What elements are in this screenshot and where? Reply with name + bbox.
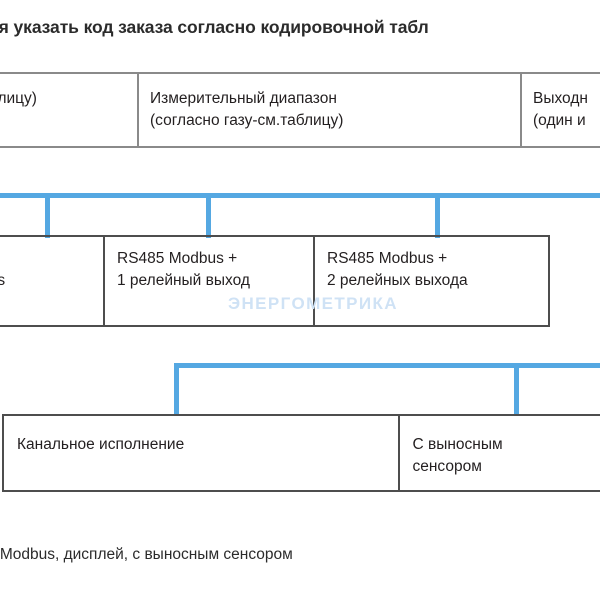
output-option-3-line-2: 2 релейных выхода — [327, 272, 468, 290]
output-option-rs485-modbus-2-relay[interactable]: RS485 Modbus + 2 релейных выхода — [315, 237, 548, 325]
spec-cell-2-line-2: (согласно газу-см.таблицу) — [150, 112, 344, 129]
connector-drop-enclosure-1 — [174, 366, 179, 414]
spec-table-row: см.таблицу) Измерительный диапазон (согл… — [0, 72, 600, 148]
connector-bus-horizontal-top — [0, 193, 600, 198]
connector-bus-horizontal-bottom — [174, 363, 600, 368]
output-option-2-line-1: RS485 Modbus + — [117, 250, 238, 267]
connector-drop-enclosure-2 — [514, 366, 519, 414]
spec-cell-3-line-2: (один и — [533, 112, 586, 129]
output-option-2-line-2: 1 релейный выход — [117, 272, 250, 290]
enclosure-option-1-line-1: Канальное исполнение — [17, 436, 185, 453]
spec-cell-output: Выходн (один и — [522, 74, 600, 146]
output-option-rs485-modbus-1-relay[interactable]: RS485 Modbus + 1 релейный выход — [105, 237, 315, 325]
spec-cell-2-line-1: Измерительный диапазон — [150, 90, 337, 107]
enclosure-option-2-line-1: С выносным — [412, 436, 503, 453]
connector-drop-output-3 — [435, 196, 440, 238]
example-order-caption: om, RS485 Modbus, дисплей, с выносным се… — [0, 546, 293, 563]
watermark-energometrika: ЭНЕРГОМЕТРИКА — [228, 294, 398, 313]
output-option-1-line-2: Modbus — [0, 272, 6, 290]
output-option-3-line-1: RS485 Modbus + — [327, 250, 448, 267]
enclosure-option-remote-sensor[interactable]: С выносным сенсором — [400, 416, 600, 490]
spec-cell-3-line-1: Выходн — [533, 90, 588, 107]
output-options-row: RS485 Modbus RS485 Modbus + 1 релейный в… — [0, 235, 550, 327]
enclosure-option-duct-mount[interactable]: Канальное исполнение — [4, 416, 400, 490]
enclosure-options-row: Канальное исполнение С выносным сенсором — [2, 414, 600, 492]
output-option-rs485-modbus[interactable]: RS485 Modbus — [0, 237, 105, 325]
spec-cell-measuring-range: Измерительный диапазон (согласно газу-см… — [139, 74, 522, 146]
connector-drop-output-1 — [45, 196, 50, 238]
spec-cell-measurement-note: см.таблицу) — [0, 74, 139, 146]
spec-cell-1-line-1: см.таблицу) — [0, 90, 37, 107]
connector-drop-output-2 — [206, 196, 211, 238]
enclosure-option-2-line-2: сенсором — [412, 458, 482, 476]
page-title: уется указать код заказа согласно кодиро… — [0, 17, 429, 37]
output-option-1-line-1: RS485 — [0, 248, 103, 270]
